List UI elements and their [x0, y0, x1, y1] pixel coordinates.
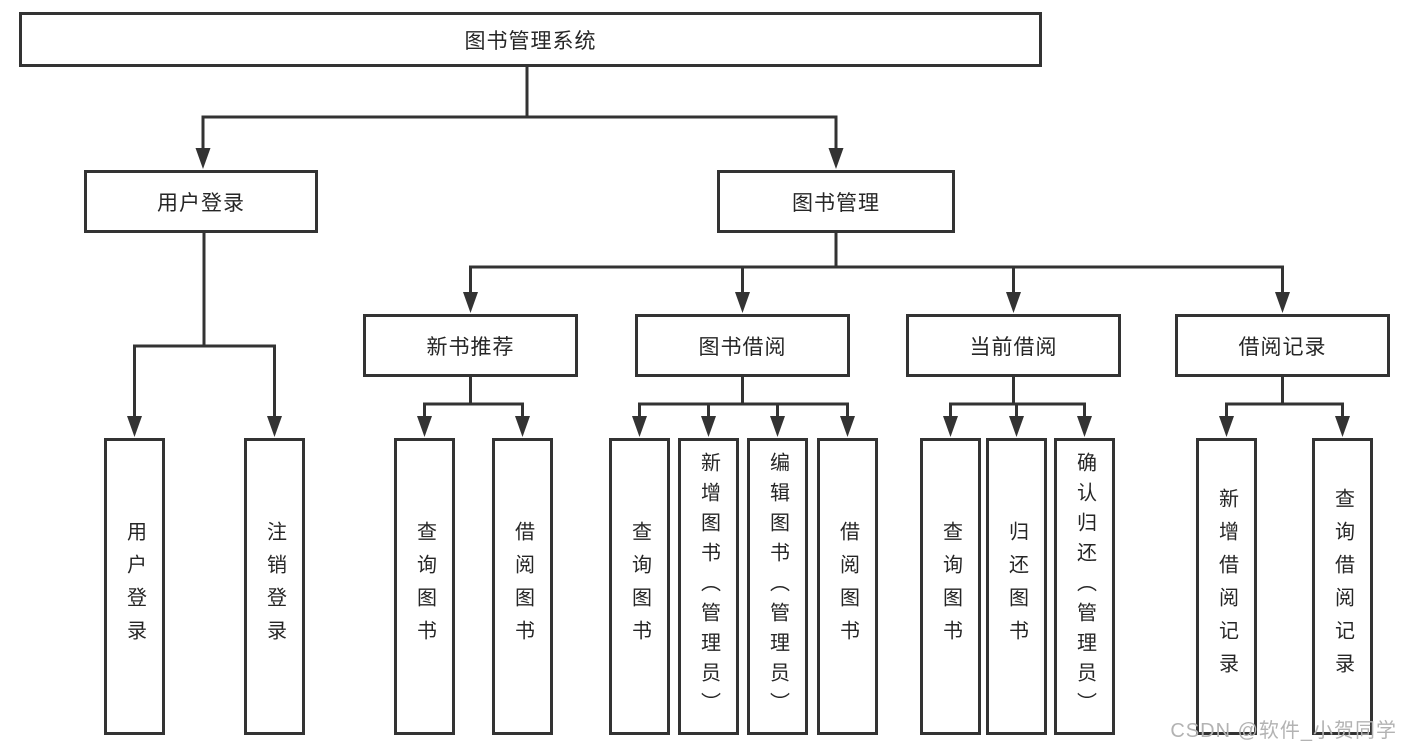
- leaf-user-login-label: 用户登录: [123, 520, 146, 653]
- leaf-return-book: 归还图书: [986, 438, 1047, 735]
- node-book-management-label: 图书管理: [792, 191, 880, 215]
- edge-current-borrow-to-leaves: [949, 375, 1086, 420]
- leaf-current-query-book-label: 查询图书: [939, 520, 962, 653]
- leaf-borrow-query-book-label: 查询图书: [628, 520, 651, 653]
- node-root-system: 图书管理系统: [19, 12, 1042, 67]
- leaf-confirm-return-admin-label: 确认归还（管理员）: [1073, 451, 1096, 722]
- leaf-borrow-book-label: 借阅图书: [836, 520, 859, 653]
- edge-book-borrow-to-leaves: [638, 375, 849, 420]
- node-current-borrow: 当前借阅: [906, 314, 1121, 377]
- node-new-book-recommend-label: 新书推荐: [426, 335, 515, 359]
- leaf-query-borrow-record-label: 查询借阅记录: [1331, 487, 1354, 686]
- leaf-add-book-admin-label: 新增图书（管理员）: [697, 451, 720, 722]
- leaf-borrow-query-book: 查询图书: [609, 438, 670, 735]
- leaf-recommend-borrow-book: 借阅图书: [492, 438, 553, 735]
- edge-user-login-to-leaves: [133, 231, 276, 420]
- node-user-login: 用户登录: [84, 170, 318, 233]
- leaf-add-borrow-record-label: 新增借阅记录: [1215, 487, 1238, 686]
- leaf-borrow-book: 借阅图书: [817, 438, 878, 735]
- leaf-add-borrow-record: 新增借阅记录: [1196, 438, 1257, 735]
- arrowheads: [127, 148, 1350, 437]
- node-book-borrow: 图书借阅: [635, 314, 850, 377]
- leaf-user-login: 用户登录: [104, 438, 165, 735]
- node-current-borrow-label: 当前借阅: [969, 335, 1058, 359]
- leaf-recommend-query-book: 查询图书: [394, 438, 455, 735]
- leaf-recommend-borrow-book-label: 借阅图书: [511, 520, 534, 653]
- leaf-current-query-book: 查询图书: [920, 438, 981, 735]
- edge-book-management-to-level3: [469, 231, 1284, 296]
- leaf-return-book-label: 归还图书: [1005, 520, 1028, 653]
- leaf-edit-book-admin-label: 编辑图书（管理员）: [766, 451, 789, 722]
- leaf-query-borrow-record: 查询借阅记录: [1312, 438, 1373, 735]
- node-user-login-label: 用户登录: [157, 191, 245, 215]
- leaf-add-book-admin: 新增图书（管理员）: [678, 438, 739, 735]
- node-borrow-record-label: 借阅记录: [1238, 335, 1327, 359]
- node-new-book-recommend: 新书推荐: [363, 314, 578, 377]
- edge-root-to-level2: [201, 65, 838, 152]
- node-root-system-label: 图书管理系统: [464, 29, 597, 53]
- edge-borrow-record-to-leaves: [1225, 375, 1344, 420]
- leaf-recommend-query-book-label: 查询图书: [413, 520, 436, 653]
- node-borrow-record: 借阅记录: [1175, 314, 1390, 377]
- edge-new-book-recommend-to-leaves: [423, 375, 524, 420]
- leaf-logout: 注销登录: [244, 438, 305, 735]
- leaf-logout-label: 注销登录: [263, 520, 286, 653]
- leaf-confirm-return-admin: 确认归还（管理员）: [1054, 438, 1115, 735]
- leaf-edit-book-admin: 编辑图书（管理员）: [747, 438, 808, 735]
- node-book-borrow-label: 图书借阅: [698, 335, 787, 359]
- node-book-management: 图书管理: [717, 170, 955, 233]
